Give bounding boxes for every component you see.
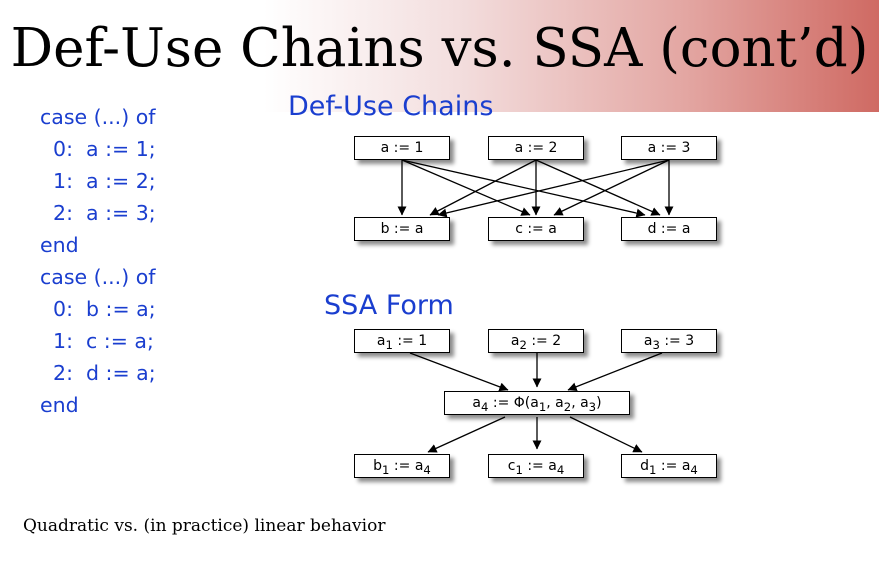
ssa-use-node: d1 := a4 (621, 454, 717, 478)
ssa-edge (427, 416, 506, 453)
ssa-def-node: a3 := 3 (621, 329, 717, 353)
defuse-use-node: b := a (354, 217, 450, 241)
defuse-edge (401, 159, 531, 216)
code-line: case (...) of (40, 265, 156, 289)
ssa-use-node: c1 := a4 (488, 454, 584, 478)
ssa-phi-node: a4 := Φ(a1, a2, a3) (444, 391, 630, 415)
code-line: 1: c := a; (40, 329, 154, 353)
ssa-def-node: a1 := 1 (354, 329, 450, 353)
ssa-heading: SSA Form (324, 290, 454, 321)
slide-title: Def-Use Chains vs. SSA (cont’d) (10, 18, 869, 79)
defuse-heading: Def-Use Chains (288, 91, 494, 122)
defuse-edge (437, 159, 670, 218)
code-line: end (40, 393, 79, 417)
ssa-edge (567, 352, 663, 392)
header-band (0, 0, 879, 112)
ssa-def-node: a2 := 2 (488, 329, 584, 353)
defuse-edge (553, 159, 670, 216)
defuse-def-node: a := 2 (488, 136, 584, 160)
defuse-use-node: d := a (621, 217, 717, 241)
defuse-def-node: a := 1 (354, 136, 450, 160)
defuse-def-node: a := 3 (621, 136, 717, 160)
code-line: 1: a := 2; (40, 169, 156, 193)
ssa-edge (409, 352, 509, 392)
code-line: 0: b := a; (40, 297, 156, 321)
ssa-edge (569, 416, 643, 453)
footer-caption: Quadratic vs. (in practice) linear behav… (23, 516, 386, 536)
code-line: 2: d := a; (40, 361, 156, 385)
ssa-use-node: b1 := a4 (354, 454, 450, 478)
defuse-use-node: c := a (488, 217, 584, 241)
code-line: end (40, 233, 79, 257)
code-line: 0: a := 1; (40, 137, 156, 161)
defuse-edge (401, 159, 646, 218)
defuse-edge (429, 159, 537, 216)
defuse-edge (535, 159, 661, 216)
code-line: case (...) of (40, 105, 156, 129)
code-line: 2: a := 3; (40, 201, 156, 225)
